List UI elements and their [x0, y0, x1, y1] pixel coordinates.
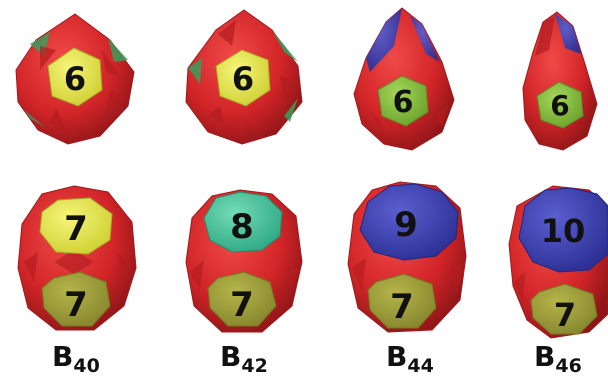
label-b42: B42	[220, 340, 268, 377]
face-number: 8	[230, 207, 254, 247]
heptagonal-face-lower	[530, 283, 598, 335]
formula-subscript: 42	[241, 355, 268, 377]
b42-side-view: 8 7	[182, 186, 307, 338]
heptagonal-face-lower	[207, 271, 277, 327]
label-b40: B40	[52, 340, 100, 377]
face-number: 7	[64, 209, 88, 249]
label-b44: B44	[386, 340, 434, 377]
b40-side-view: 7 7	[14, 182, 139, 337]
hexagonal-face	[47, 47, 103, 107]
face-number: 10	[541, 212, 586, 250]
face-number: 7	[554, 296, 576, 334]
face-number: 9	[394, 205, 418, 245]
hexagonal-face	[215, 49, 271, 107]
heptagonal-face-lower	[41, 271, 111, 327]
b40-top-view: 6	[10, 10, 140, 150]
b42-top-view: 6	[180, 6, 310, 151]
b44-side-view: 9 7	[344, 178, 470, 338]
face-number: 7	[390, 287, 414, 327]
face-number: 7	[230, 285, 254, 325]
formula-element: B	[52, 340, 74, 373]
face-number: 6	[64, 60, 86, 98]
b46-top-view: 6	[515, 8, 608, 158]
hexagonal-face	[536, 81, 584, 129]
face-number: 6	[550, 89, 569, 122]
formula-element: B	[386, 340, 408, 373]
b44-top-view: 6	[350, 2, 460, 157]
decagonal-face	[518, 187, 608, 273]
formula-subscript: 46	[555, 355, 582, 377]
face-number: 7	[64, 285, 88, 325]
heptagonal-face-upper	[39, 197, 113, 255]
label-b46: B46	[534, 340, 582, 377]
octagonal-face	[203, 191, 283, 253]
hexagonal-face	[377, 75, 429, 127]
face-number: 6	[232, 60, 254, 98]
face-number: 6	[393, 85, 414, 120]
formula-subscript: 44	[407, 355, 434, 377]
formula-subscript: 40	[73, 355, 100, 377]
formula-element: B	[534, 340, 556, 373]
formula-element: B	[220, 340, 242, 373]
nonagonal-face	[359, 183, 459, 261]
heptagonal-face-lower	[367, 273, 437, 329]
b46-side-view: 10 7	[505, 182, 608, 340]
